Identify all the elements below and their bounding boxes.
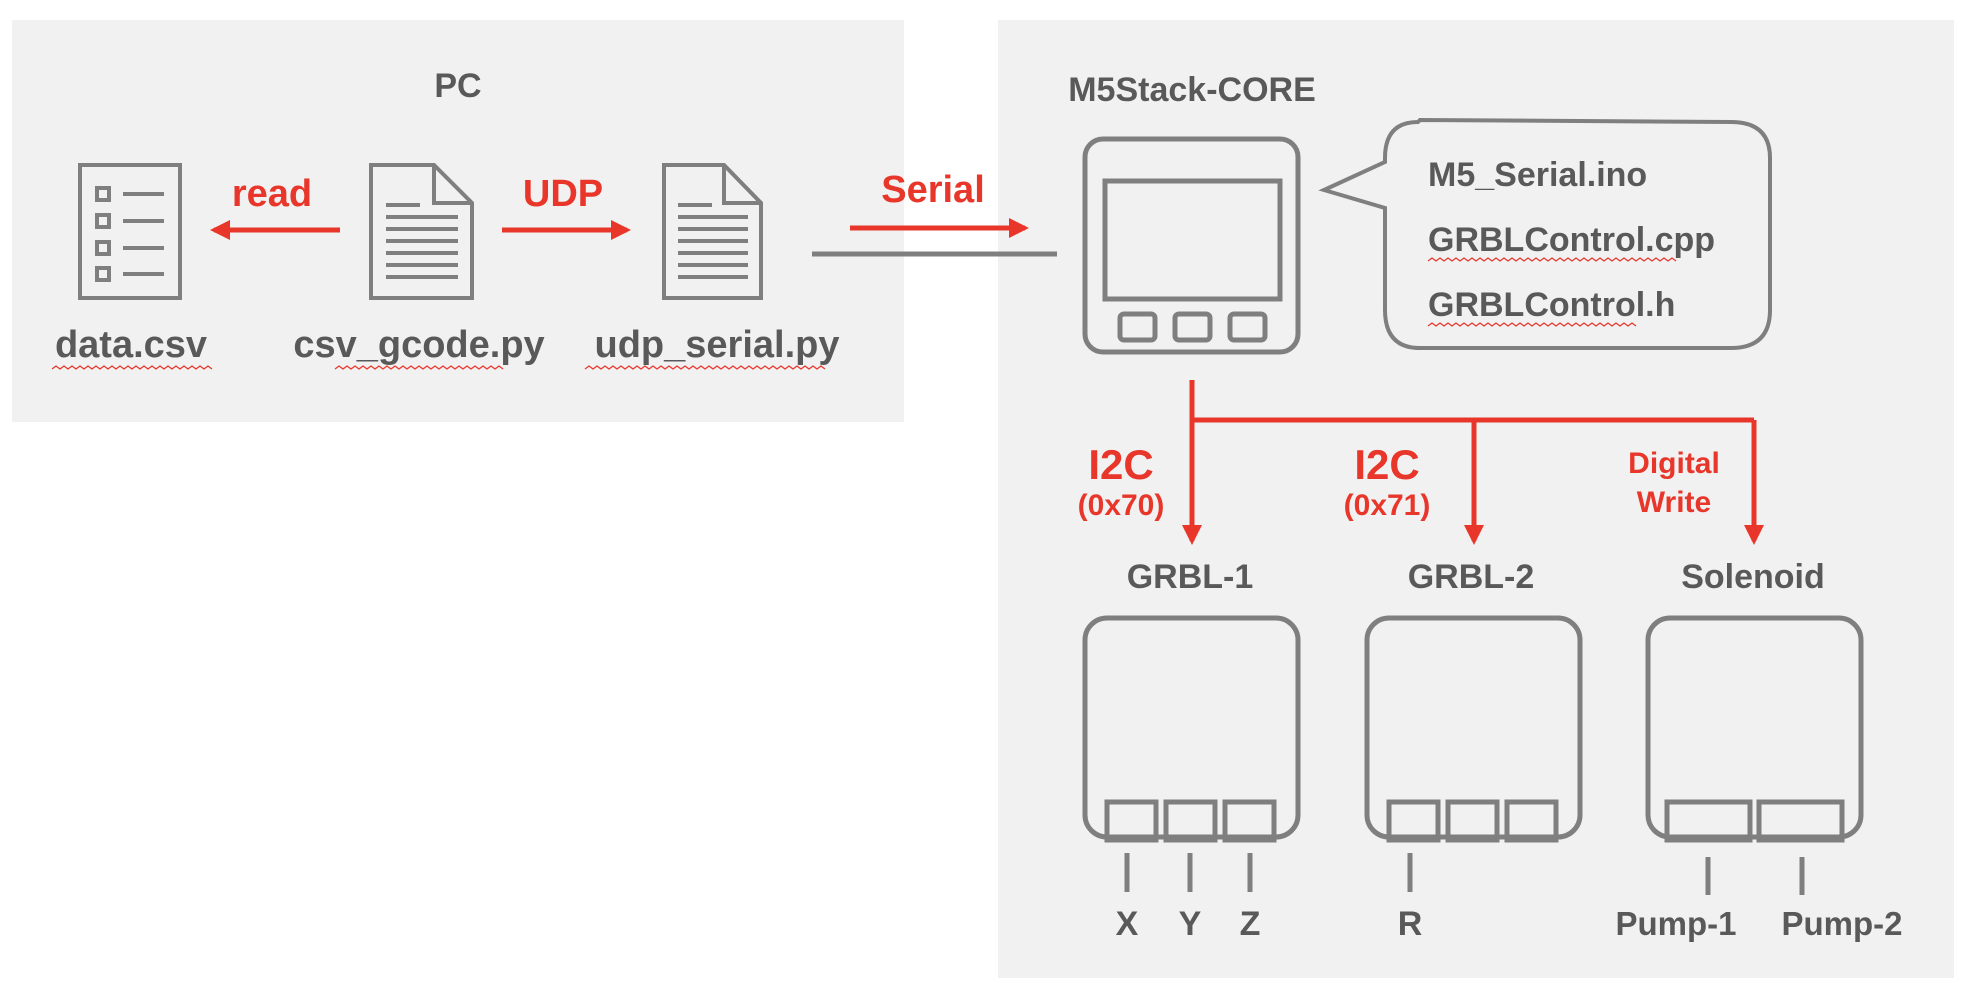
pc-title: PC xyxy=(434,67,481,105)
read-label: read xyxy=(232,173,312,215)
m5stack-device-icon xyxy=(1082,136,1301,355)
spellcheck-underline xyxy=(1427,257,1677,262)
module-board-icon xyxy=(1364,615,1583,843)
port-label-y: Y xyxy=(1179,905,1202,943)
bus-label-digital-line2: Write xyxy=(1637,486,1711,519)
bus-label-digital-line1: Digital xyxy=(1628,447,1720,480)
spellcheck-underline xyxy=(51,365,213,370)
spellcheck-underline xyxy=(1427,322,1637,327)
port-label-pump2: Pump-2 xyxy=(1781,905,1902,942)
code-file-m5-serial: M5_Serial.ino xyxy=(1428,156,1647,194)
bus-label-i2c-1: I2C xyxy=(1088,441,1153,488)
file-label-udp-serial: udp_serial.py xyxy=(595,324,840,366)
device-title-grbl2: GRBL-2 xyxy=(1408,558,1535,596)
port-label-x: X xyxy=(1116,905,1139,943)
port-label-pump1: Pump-1 xyxy=(1615,905,1736,942)
device-title-grbl1: GRBL-1 xyxy=(1127,558,1254,596)
spellcheck-underline xyxy=(334,365,504,370)
bus-lines xyxy=(1182,380,1764,545)
file-label-data-csv: data.csv xyxy=(55,324,207,366)
module-board-icon xyxy=(1645,615,1864,843)
module-board-icon xyxy=(1082,615,1301,843)
document-icon xyxy=(662,163,763,300)
list-document-icon xyxy=(78,163,182,300)
udp-label: UDP xyxy=(523,173,603,215)
code-files-bubble xyxy=(1318,117,1772,350)
port-label-r: R xyxy=(1398,905,1423,943)
bus-address-i2c-2: (0x71) xyxy=(1344,489,1431,522)
m5-title: M5Stack-CORE xyxy=(1068,71,1316,109)
code-file-grbl-cpp: GRBLControl.cpp xyxy=(1428,221,1715,259)
bus-address-i2c-1: (0x70) xyxy=(1078,489,1165,522)
bus-label-i2c-2: I2C xyxy=(1354,441,1419,488)
device-title-solenoid: Solenoid xyxy=(1681,558,1825,596)
spellcheck-underline xyxy=(584,365,826,370)
code-file-grbl-h: GRBLControl.h xyxy=(1428,286,1675,324)
port-label-z: Z xyxy=(1240,905,1261,943)
file-label-csv-gcode: csv_gcode.py xyxy=(293,324,544,366)
port-leads xyxy=(1124,853,1805,895)
serial-label: Serial xyxy=(881,169,985,211)
document-icon xyxy=(369,163,474,300)
